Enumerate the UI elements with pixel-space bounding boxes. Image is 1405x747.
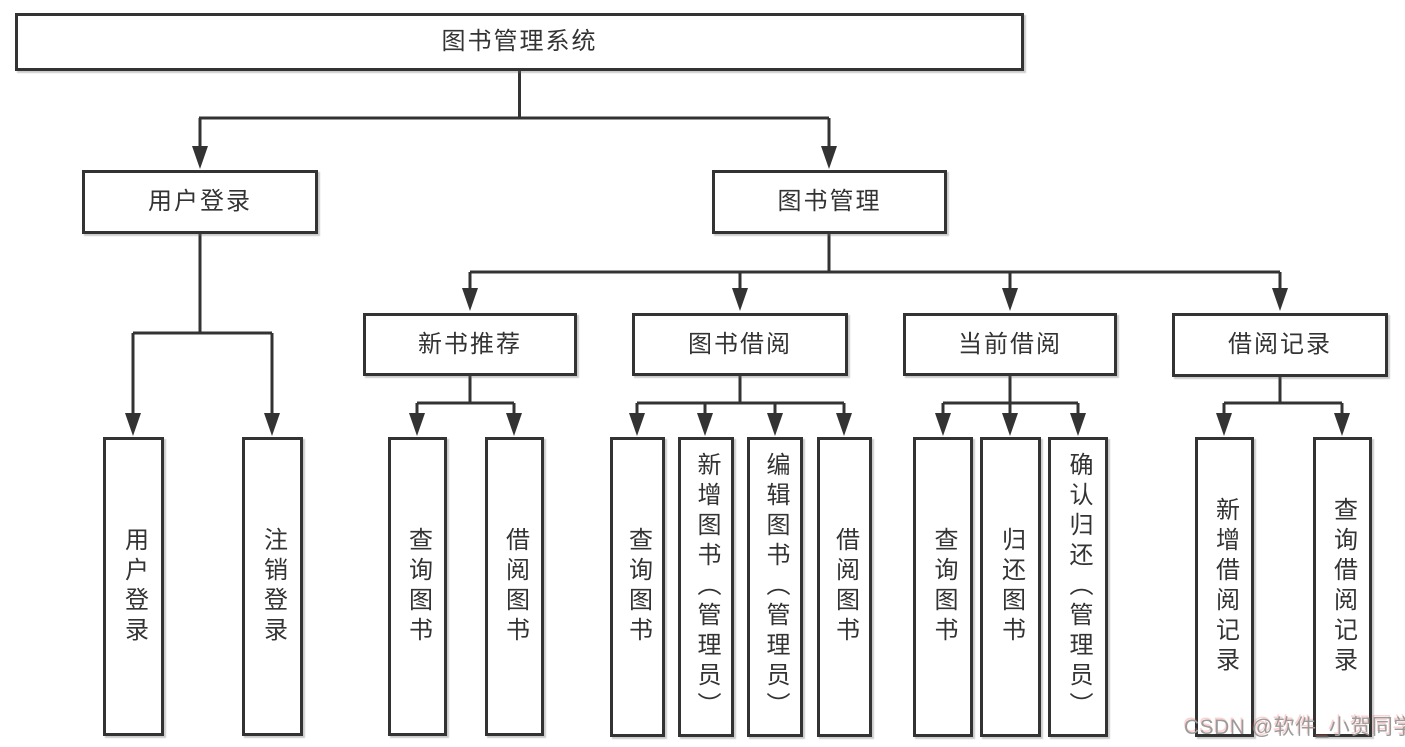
- leaf-borrow-add-books-admin: 新增图书（管理员）: [678, 437, 734, 737]
- node-book-mgmt: 图书管理: [712, 170, 947, 234]
- leaf-logout-label: 注销登录: [259, 526, 287, 647]
- node-book-mgmt-label: 图书管理: [777, 188, 882, 215]
- leaf-current-query-books-label: 查询图书: [930, 527, 957, 647]
- leaf-newbook-query-books-label: 查询图书: [404, 526, 432, 647]
- csdn-watermark: CSDN @软件_小贺同学: [1184, 716, 1405, 739]
- node-book-borrow: 图书借阅: [632, 313, 848, 376]
- leaf-user-login: 用户登录: [103, 437, 164, 736]
- node-current-borrow-label: 当前借阅: [958, 330, 1062, 358]
- leaf-borrow-edit-books-admin-label: 编辑图书（管理员）: [762, 452, 789, 722]
- leaf-borrow-add-books-admin-label: 新增图书（管理员）: [693, 452, 720, 722]
- leaf-borrow-query-books-label: 查询图书: [624, 527, 652, 647]
- node-current-borrow: 当前借阅: [903, 313, 1117, 376]
- node-user-login: 用户登录: [82, 170, 318, 234]
- leaf-records-add-record: 新增借阅记录: [1195, 437, 1254, 737]
- leaf-borrow-edit-books-admin: 编辑图书（管理员）: [747, 437, 803, 737]
- leaf-user-login-label: 用户登录: [120, 526, 148, 647]
- leaf-logout: 注销登录: [242, 437, 303, 736]
- node-new-book-rec: 新书推荐: [363, 313, 577, 376]
- leaf-current-return-books-label: 归还图书: [997, 527, 1025, 647]
- leaf-borrow-borrow-books-label: 借阅图书: [831, 527, 859, 647]
- leaf-borrow-borrow-books: 借阅图书: [817, 437, 872, 737]
- node-root: 图书管理系统: [15, 13, 1024, 71]
- node-new-book-rec-label: 新书推荐: [418, 330, 522, 358]
- node-user-login-label: 用户登录: [148, 188, 252, 215]
- arrowheads: [125, 146, 1350, 436]
- leaf-current-confirm-return-admin: 确认归还（管理员）: [1048, 437, 1108, 737]
- leaf-records-query-record: 查询借阅记录: [1313, 437, 1372, 737]
- leaf-newbook-borrow-books: 借阅图书: [485, 437, 544, 736]
- leaf-newbook-query-books: 查询图书: [388, 437, 447, 736]
- leaf-current-query-books: 查询图书: [913, 437, 973, 737]
- node-book-borrow-label: 图书借阅: [688, 330, 792, 358]
- leaf-records-query-record-label: 查询借阅记录: [1329, 497, 1357, 677]
- node-borrow-records-label: 借阅记录: [1228, 331, 1332, 358]
- node-root-label: 图书管理系统: [441, 28, 598, 55]
- leaf-current-return-books: 归还图书: [980, 437, 1041, 737]
- leaf-current-confirm-return-admin-label: 确认归还（管理员）: [1065, 452, 1092, 722]
- leaf-records-add-record-label: 新增借阅记录: [1211, 497, 1239, 677]
- leaf-borrow-query-books: 查询图书: [610, 437, 665, 737]
- node-borrow-records: 借阅记录: [1172, 313, 1388, 377]
- leaf-newbook-borrow-books-label: 借阅图书: [501, 526, 529, 647]
